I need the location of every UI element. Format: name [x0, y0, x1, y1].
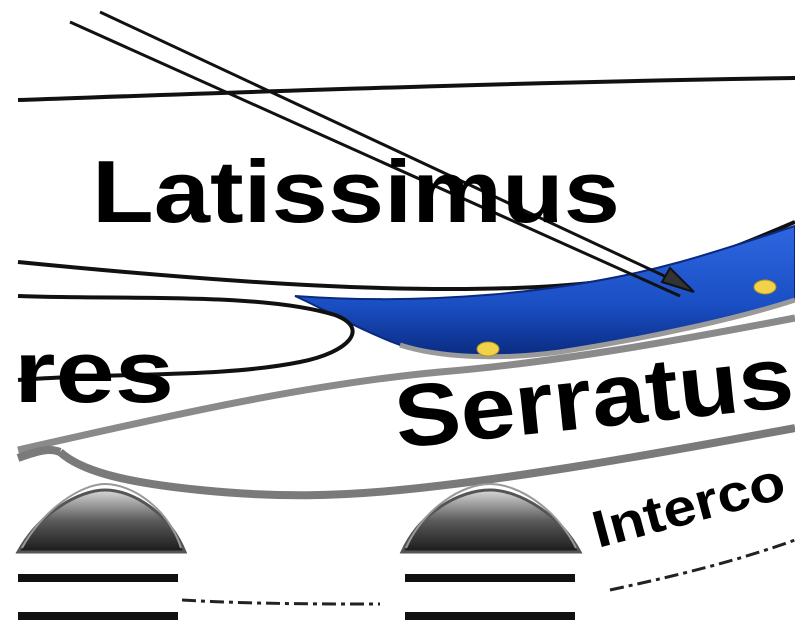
label-intercostal-fragment: Interco	[586, 453, 791, 560]
upper-outline-line	[18, 78, 795, 100]
rib-bar	[18, 574, 178, 582]
nerve-dot	[754, 280, 776, 294]
label-teres-fragment: res	[14, 322, 174, 421]
label-latissimus: Latissimus	[92, 142, 620, 241]
rib-right	[402, 484, 580, 552]
intercostal-dashed-line	[182, 600, 380, 604]
rib-bar	[405, 612, 575, 620]
rib-bar	[405, 574, 575, 582]
rib-left	[18, 484, 185, 552]
nerve-dot	[477, 342, 499, 356]
rib-bar	[18, 612, 178, 620]
